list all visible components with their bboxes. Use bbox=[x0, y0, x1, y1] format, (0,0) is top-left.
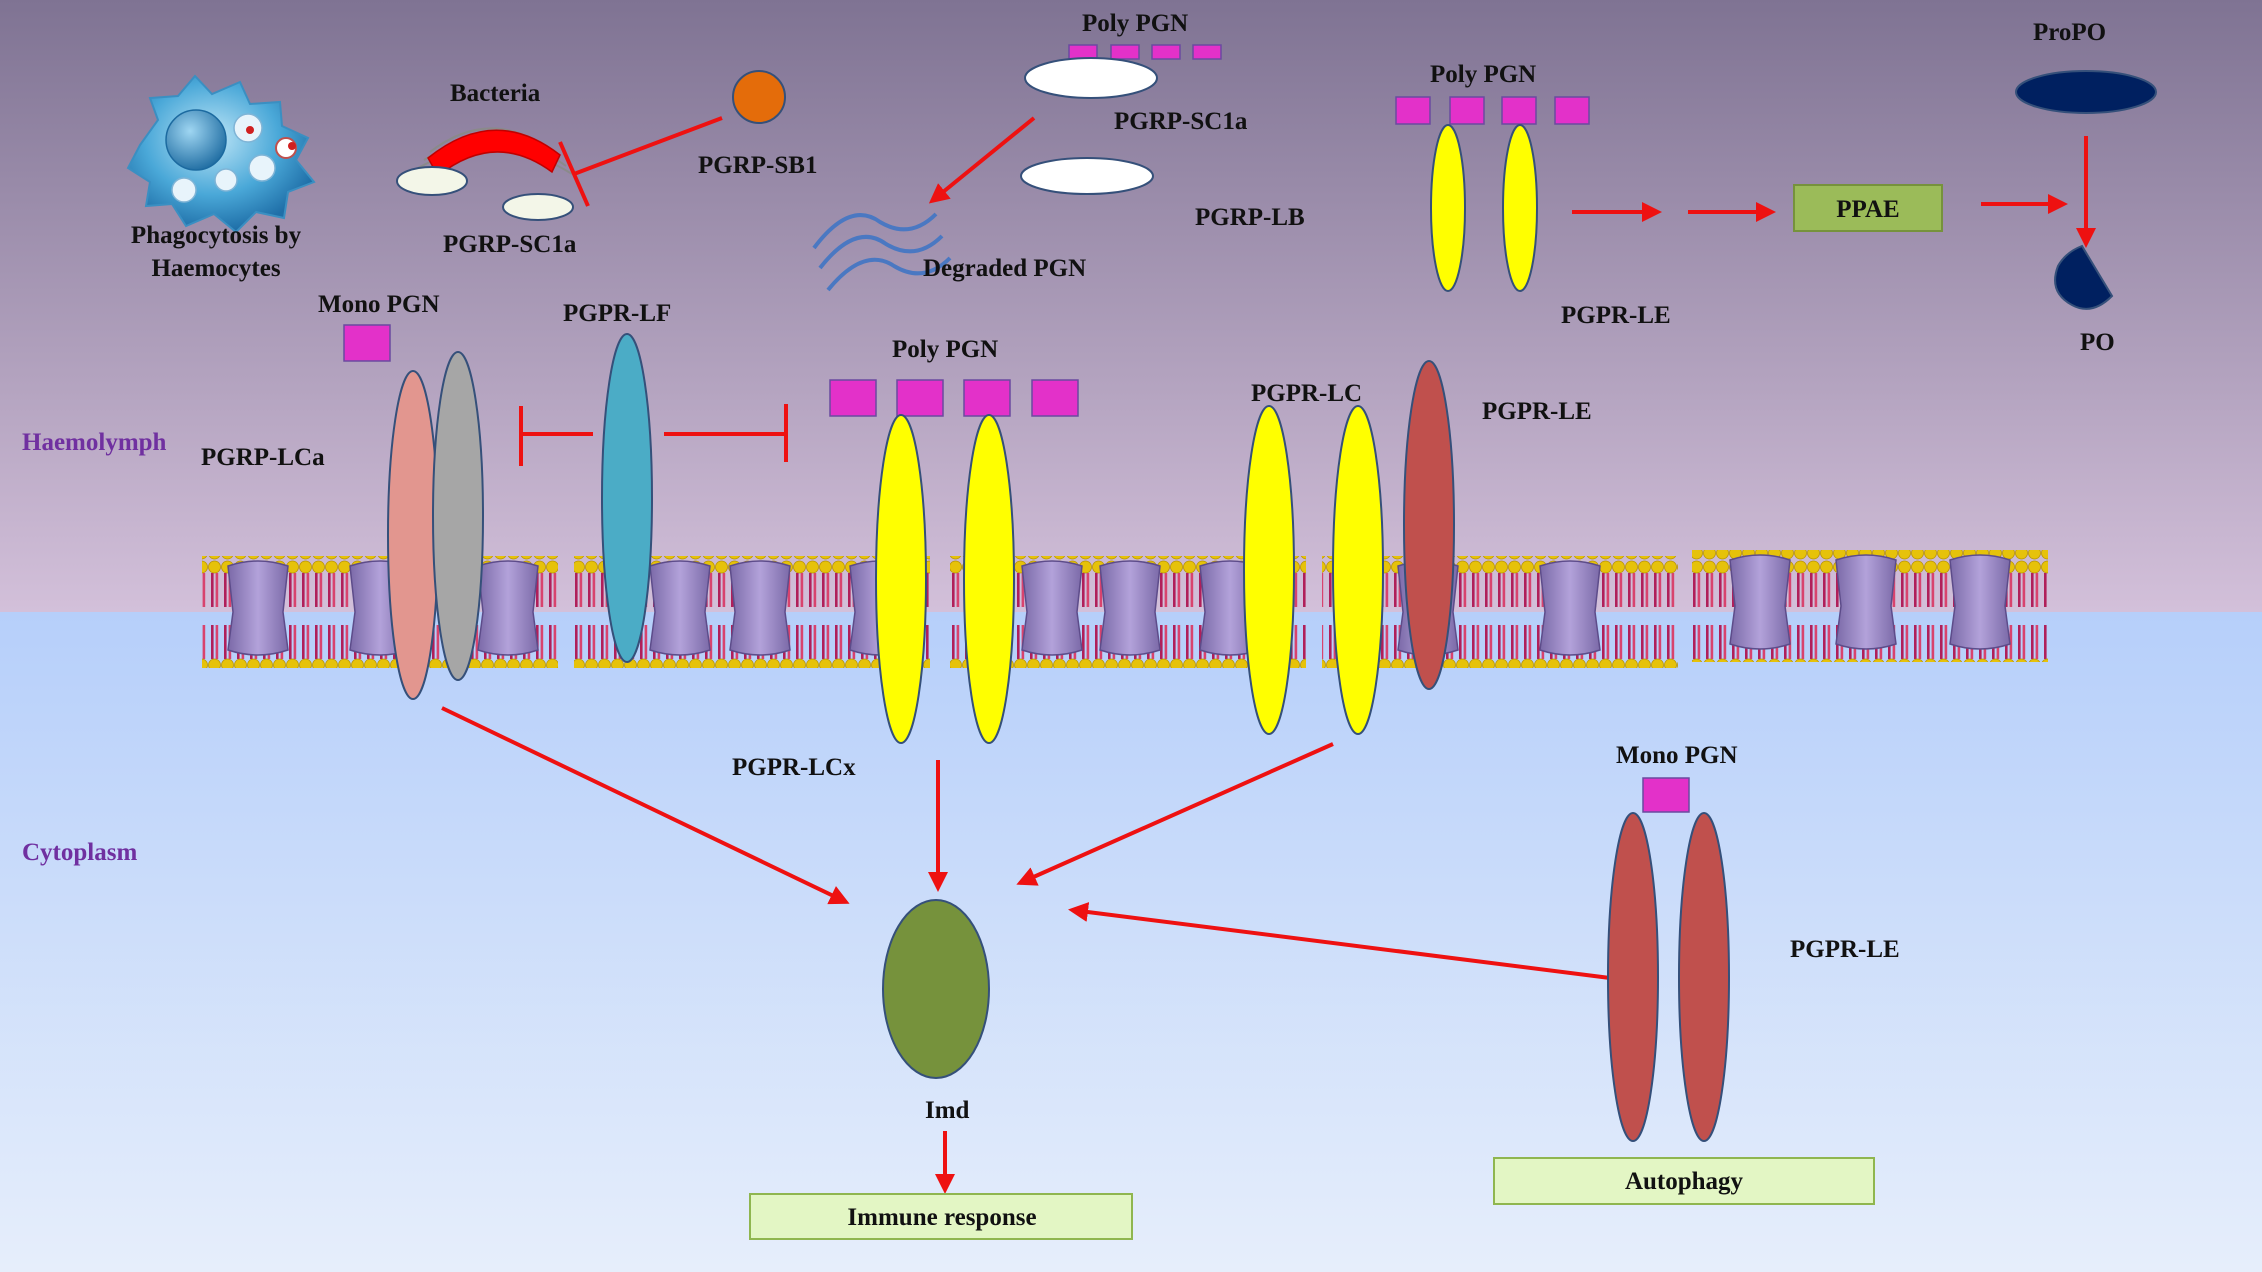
pgn-square bbox=[1068, 44, 1098, 60]
pgn-square bbox=[1554, 96, 1590, 125]
label-imd: Imd bbox=[925, 1097, 970, 1124]
imd-signaling-arrows bbox=[441, 706, 1611, 980]
label-pgrp-sc1a-left: PGRP-SC1a bbox=[443, 231, 577, 258]
pgn-square bbox=[1031, 379, 1079, 417]
label-propo: ProPO bbox=[2033, 19, 2106, 46]
arrow bbox=[1016, 742, 1334, 886]
pgrp-lb-shape bbox=[1020, 157, 1154, 195]
label-pgrp-lca: PGRP-LCa bbox=[201, 444, 325, 471]
pgpr-lc-receptor bbox=[1332, 405, 1384, 735]
label-pgpr-le-membrane: PGPR-LE bbox=[1482, 398, 1592, 425]
pgpr-le-top-receptor bbox=[1502, 124, 1538, 292]
degraded-pgn-icon bbox=[812, 212, 952, 292]
label-pgpr-lc: PGPR-LC bbox=[1251, 380, 1362, 407]
label-ppae: PPAE bbox=[1836, 196, 1899, 223]
ppae-box bbox=[1793, 184, 1943, 232]
label-mono-pgn-left: Mono PGN bbox=[318, 291, 440, 318]
pgpr-le-membrane-receptor bbox=[1403, 360, 1455, 690]
label-poly-pgn-mid: Poly PGN bbox=[892, 336, 998, 363]
label-pgpr-le-cyto: PGPR-LE bbox=[1790, 936, 1900, 963]
pgpr-le-top-receptor bbox=[1430, 124, 1466, 292]
arrow bbox=[1068, 902, 1611, 980]
pgpr-le-cyto-receptor bbox=[1607, 812, 1659, 1142]
propo-activation-group bbox=[1395, 70, 2157, 310]
pgpr-le-cyto-receptor bbox=[1678, 812, 1730, 1142]
label-mono-pgn-right: Mono PGN bbox=[1616, 742, 1738, 769]
pgn-square bbox=[829, 379, 877, 417]
pgrp-sb1-shape bbox=[732, 70, 786, 124]
pgrp-lca-pink-receptor bbox=[387, 370, 439, 700]
pgn-degradation-group bbox=[812, 44, 1222, 292]
label-po: PO bbox=[2080, 329, 2115, 356]
pgrp-lca-group bbox=[343, 324, 788, 700]
label-pgpr-le-top: PGPR-LE bbox=[1561, 302, 1671, 329]
label-pgpr-lcx: PGPR-LCx bbox=[732, 754, 856, 781]
pgpr-lc-receptor bbox=[1243, 405, 1295, 735]
label-pgrp-sc1a-top: PGRP-SC1a bbox=[1114, 108, 1248, 135]
pgn-square bbox=[1642, 777, 1690, 813]
region-label-haemolymph: Haemolymph bbox=[22, 429, 167, 456]
pgrp-sc1a-left-shape bbox=[396, 166, 468, 196]
membrane-segment bbox=[202, 556, 558, 668]
haemolymph-background bbox=[0, 0, 2262, 612]
imd-shape bbox=[882, 899, 990, 1079]
degradation-arrow bbox=[928, 116, 1036, 204]
label-autophagy: Autophagy bbox=[1625, 1168, 1744, 1195]
pgn-square bbox=[896, 379, 944, 417]
pgn-square bbox=[1395, 96, 1431, 125]
pgn-square bbox=[1110, 44, 1140, 60]
label-phagocytosis-line2: Haemocytes bbox=[151, 255, 280, 282]
pgrp-lca-grey-receptor bbox=[432, 351, 484, 681]
label-degraded-pgn: Degraded PGN bbox=[923, 255, 1086, 282]
pgpr-lf-receptor bbox=[601, 333, 653, 663]
bacteria-complex bbox=[396, 70, 786, 221]
autophagy-box bbox=[1493, 1157, 1875, 1205]
immune-response-box bbox=[749, 1193, 1133, 1240]
pgrp-sc1a-right-shape bbox=[502, 193, 574, 221]
cell-membrane bbox=[202, 550, 2048, 668]
label-pgpr-lf: PGPR-LF bbox=[563, 300, 671, 327]
pgpr-lcx-group bbox=[829, 379, 1079, 744]
label-bacteria: Bacteria bbox=[450, 80, 541, 107]
pgn-square bbox=[343, 324, 391, 362]
cytoplasm-background bbox=[0, 612, 2262, 1272]
haemocyte-icon bbox=[126, 74, 316, 234]
membrane-segment bbox=[1692, 550, 2048, 662]
pgpr-lf-left-inhibition bbox=[519, 406, 593, 466]
pgn-square bbox=[1192, 44, 1222, 60]
region-label-cytoplasm: Cytoplasm bbox=[22, 839, 137, 866]
pgn-square bbox=[1151, 44, 1181, 60]
pgpr-lc-group bbox=[1243, 360, 1455, 735]
autophagy-group bbox=[1493, 777, 1875, 1205]
propo-shape bbox=[2015, 70, 2157, 114]
pgn-square bbox=[963, 379, 1011, 417]
label-pgrp-sb1: PGRP-SB1 bbox=[698, 152, 817, 179]
label-poly-pgn-right: Poly PGN bbox=[1430, 61, 1536, 88]
bacteria-shape bbox=[427, 129, 561, 178]
label-phagocytosis-line1: Phagocytosis by bbox=[131, 222, 302, 249]
pgpr-lcx-receptor bbox=[875, 414, 927, 744]
pgn-square bbox=[1449, 96, 1485, 125]
arrow bbox=[441, 706, 850, 905]
label-pgrp-lb: PGRP-LB bbox=[1195, 204, 1305, 231]
pgn-square bbox=[1501, 96, 1537, 125]
pgrp-sc1a-top-shape bbox=[1024, 57, 1158, 99]
pgrp-sb1-inhibition bbox=[558, 116, 723, 207]
po-shape bbox=[2054, 244, 2114, 310]
pgpr-lf-right-inhibition bbox=[664, 404, 788, 462]
label-immune-response: Immune response bbox=[847, 1204, 1036, 1231]
pgpr-lcx-receptor bbox=[963, 414, 1015, 744]
label-poly-pgn-top: Poly PGN bbox=[1082, 10, 1188, 37]
